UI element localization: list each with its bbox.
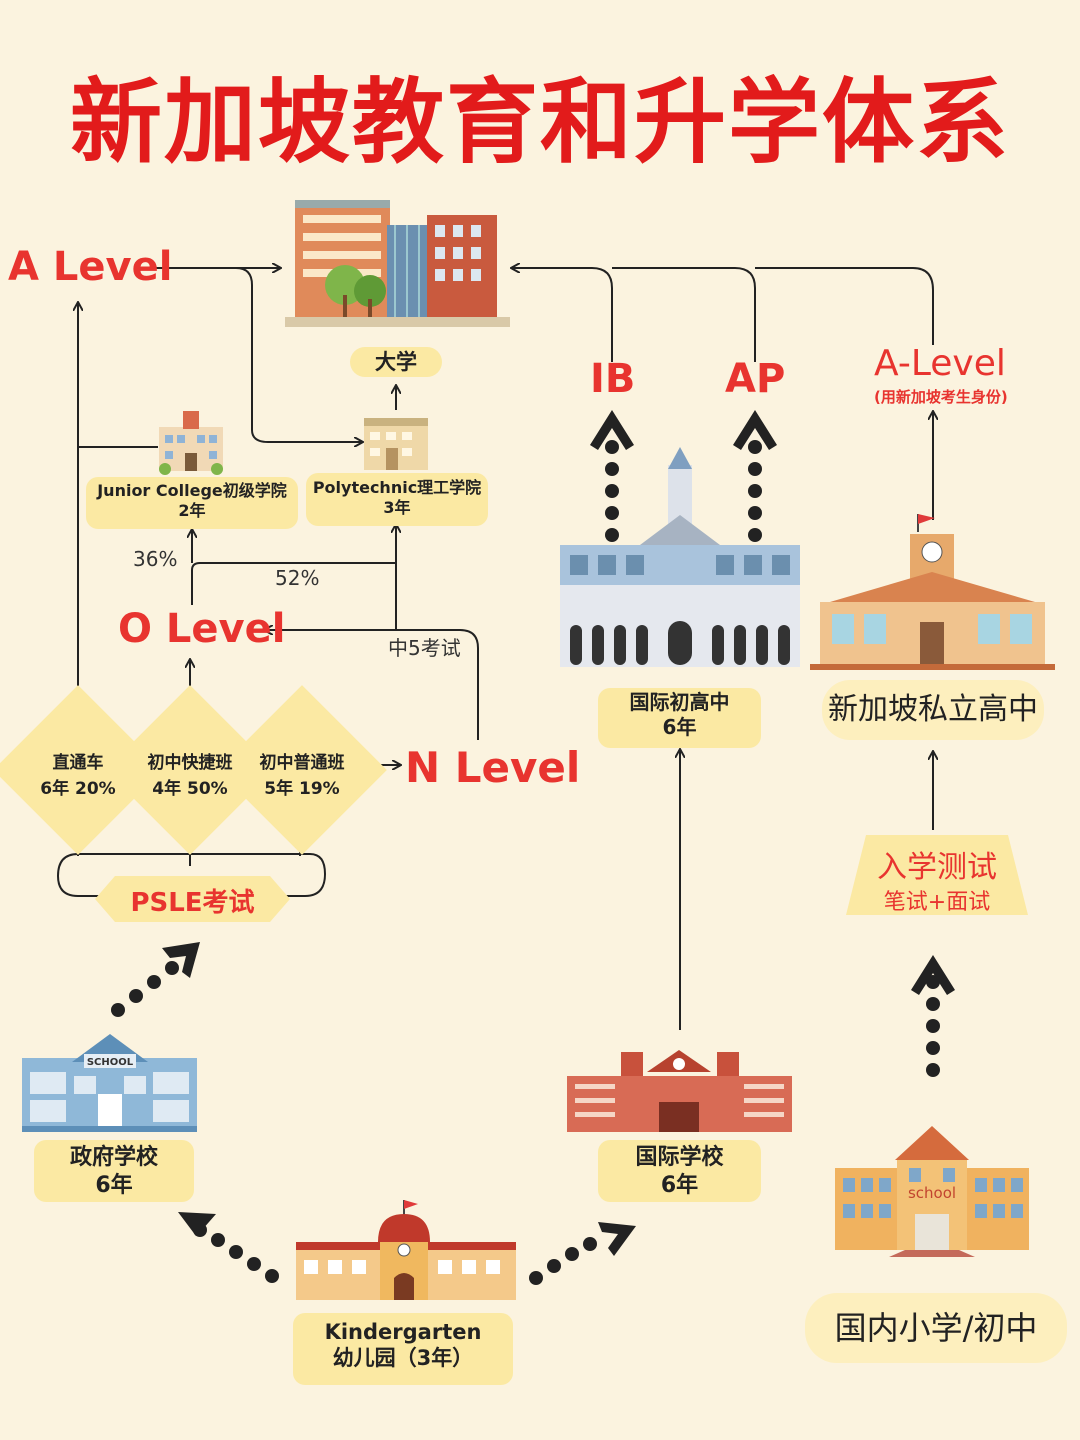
government-school-building-icon: SCHOOL: [22, 1034, 197, 1132]
international-secondary-building-icon: [560, 447, 800, 667]
university-building-icon: [285, 200, 510, 327]
entrance-test-badge: [846, 835, 1028, 915]
kindergarten-label: Kindergarten 幼儿园（3年）: [293, 1313, 513, 1385]
international-school-name: 国际学校: [635, 1145, 724, 1170]
domestic-school-building-icon: school: [835, 1126, 1029, 1257]
international-school-label: 国际学校 6年: [598, 1140, 761, 1202]
kindergarten-building-icon: [296, 1200, 516, 1300]
stream-express-name: 初中快捷班: [147, 753, 233, 773]
stream-express: 初中快捷班 4年 50%: [125, 750, 255, 803]
private-high-school-label: 新加坡私立高中: [822, 680, 1044, 740]
page-title: 新加坡教育和升学体系: [69, 69, 1010, 176]
school-sign-text-2: school: [908, 1184, 956, 1202]
o5-exam-note: 中5考试: [388, 636, 461, 660]
stream-direct-name: 直通车: [52, 753, 104, 773]
jc-percentage: 36%: [133, 547, 178, 571]
junior-college-label: Junior College初级学院 2年: [86, 477, 298, 529]
ib-label: IB: [590, 356, 636, 402]
junior-college-building-icon: [159, 411, 223, 475]
government-school-years: 6年: [95, 1172, 133, 1198]
international-school-years: 6年: [660, 1172, 699, 1198]
poly-percentage: 52%: [275, 566, 320, 590]
international-school-building-icon: [567, 1050, 792, 1132]
school-sign-text: SCHOOL: [87, 1057, 134, 1068]
private-high-school-building-icon: [810, 514, 1055, 670]
government-school-name: 政府学校: [69, 1145, 158, 1170]
entrance-test-title: 入学测试: [877, 850, 997, 885]
private-a-level-note: (用新加坡考生身份): [874, 388, 1008, 406]
psle-label: PSLE考试: [130, 888, 255, 918]
kindergarten-years: 幼儿园（3年）: [332, 1346, 474, 1371]
junior-college-name: Junior College初级学院: [97, 481, 287, 500]
international-secondary-years: 6年: [662, 715, 697, 739]
stream-express-detail: 4年 50%: [152, 779, 228, 800]
stream-normal-name: 初中普通班: [259, 753, 345, 773]
n-level-label: N Level: [405, 743, 581, 792]
polytechnic-label: Polytechnic理工学院 3年: [306, 473, 488, 526]
o-level-label: O Level: [118, 606, 286, 652]
stream-normal: 初中普通班 5年 19%: [237, 750, 367, 803]
university-label: 大学: [350, 347, 442, 377]
a-level-label: A Level: [8, 244, 173, 290]
polytechnic-years: 3年: [383, 498, 411, 517]
polytechnic-name: Polytechnic理工学院: [312, 478, 482, 497]
entrance-test-sub: 笔试+面试: [883, 890, 991, 915]
psle-badge: [95, 876, 290, 922]
junior-college-years: 2年: [178, 501, 206, 520]
ap-label: AP: [725, 356, 786, 402]
kindergarten-name: Kindergarten: [324, 1320, 482, 1344]
stream-direct-detail: 6年 20%: [40, 779, 116, 800]
stream-normal-detail: 5年 19%: [264, 779, 340, 800]
polytechnic-building-icon: [364, 418, 428, 470]
international-secondary-name: 国际初高中: [629, 690, 730, 714]
domestic-school-label: 国内小学/初中: [805, 1293, 1067, 1363]
private-a-level-label: A-Level: [874, 343, 1006, 384]
government-school-label: 政府学校 6年: [34, 1140, 194, 1202]
international-secondary-label: 国际初高中 6年: [598, 688, 761, 748]
stream-direct: 直通车 6年 20%: [13, 750, 143, 803]
